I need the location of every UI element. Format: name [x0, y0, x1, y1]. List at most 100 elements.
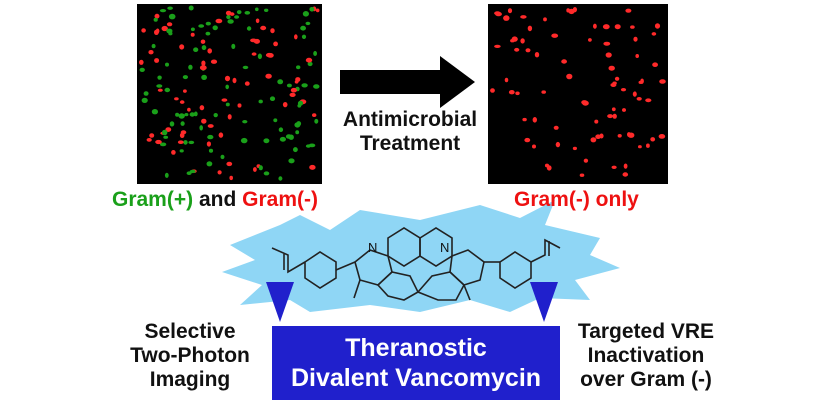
bacterium-dot — [258, 99, 263, 104]
bacterium-dot — [183, 89, 187, 93]
bacterium-dot — [250, 38, 257, 43]
bacterium-dot — [503, 15, 510, 21]
bacterium-dot — [165, 62, 169, 67]
bacterium-dot — [168, 13, 176, 20]
bacterium-dot — [285, 134, 292, 139]
bacterium-dot — [315, 8, 320, 13]
bacterium-dot — [143, 91, 149, 96]
bacterium-dot — [627, 132, 631, 137]
bacterium-dot — [312, 113, 317, 117]
bacterium-dot — [495, 11, 502, 17]
bacterium-dot — [494, 44, 501, 49]
bacterium-dot — [201, 118, 207, 124]
bacterium-dot — [207, 48, 212, 54]
bacterium-dot — [269, 96, 276, 101]
bacterium-dot — [201, 74, 208, 80]
bacterium-dot — [302, 11, 309, 17]
bacterium-dot — [141, 28, 146, 33]
bacterium-dot — [159, 142, 167, 147]
bacterium-dot — [527, 25, 533, 32]
and-label: and — [198, 188, 237, 211]
bacterium-dot — [654, 23, 661, 29]
bacterium-dot — [532, 117, 537, 123]
bacterium-dot — [227, 19, 234, 24]
bacterium-dot — [646, 143, 650, 148]
bacterium-dot — [187, 107, 191, 112]
bacterium-dot — [188, 64, 193, 70]
bacterium-dot — [638, 145, 642, 149]
bacterium-dot — [273, 118, 278, 123]
bacterium-dot — [165, 127, 172, 132]
bacterium-dot — [579, 173, 585, 177]
bacterium-dot — [633, 36, 638, 42]
bacterium-dot — [225, 10, 232, 16]
bacterium-dot — [154, 58, 160, 63]
bacterium-dot — [504, 77, 509, 83]
bacterium-dot — [636, 97, 642, 101]
bacterium-dot — [257, 53, 262, 60]
bacterium-dot — [149, 133, 155, 138]
bacterium-dot — [189, 112, 195, 117]
bacterium-dot — [278, 127, 284, 132]
bacterium-dot — [188, 140, 195, 145]
bacterium-dot — [264, 8, 269, 12]
bacterium-dot — [215, 18, 223, 24]
bacterium-dot — [594, 119, 599, 124]
bacterium-dot — [190, 32, 195, 37]
bacterium-dot — [224, 75, 231, 82]
bacterium-dot — [265, 52, 273, 58]
bacterium-dot — [167, 6, 173, 10]
bacterium-dot — [525, 48, 531, 53]
bacterium-dot — [507, 8, 513, 14]
bacterium-dot — [234, 15, 240, 19]
bacterium-dot — [652, 62, 658, 67]
bacterium-dot — [514, 47, 520, 52]
bacteria-dots-before — [139, 5, 320, 181]
bacterium-dot — [180, 130, 187, 135]
bacterium-dot — [171, 150, 176, 155]
bacterium-dot — [198, 24, 205, 28]
bacterium-dot — [309, 7, 315, 12]
bacterium-dot — [490, 88, 495, 93]
bacterium-dot — [593, 23, 597, 29]
bacterium-dot — [212, 25, 218, 31]
bacterium-dot — [169, 121, 175, 127]
bacterium-dot — [590, 137, 597, 143]
bacterium-dot — [188, 5, 194, 11]
bacterium-dot — [201, 45, 207, 51]
bacterium-dot — [620, 88, 627, 92]
bacterium-dot — [210, 59, 218, 64]
bacterium-dot — [253, 167, 257, 172]
bacterium-dot — [307, 61, 313, 67]
bacterium-dot — [630, 25, 635, 29]
bacterium-dot — [520, 38, 525, 44]
bacterium-dot — [551, 33, 559, 38]
bacterium-dot — [623, 163, 628, 169]
bacterium-dot — [240, 137, 248, 144]
bacterium-dot — [305, 57, 313, 63]
bacterium-dot — [213, 113, 218, 118]
bacterium-dot — [301, 83, 308, 88]
bacterium-dot — [270, 28, 275, 34]
bacterium-dot — [651, 32, 657, 36]
right-pointer — [530, 282, 558, 322]
bacterium-dot — [614, 76, 620, 81]
bacterium-dot — [308, 143, 316, 148]
bacterium-dot — [162, 129, 168, 136]
bacterium-dot — [602, 24, 610, 30]
bacterium-dot — [305, 21, 311, 26]
bacterium-dot — [154, 13, 160, 19]
bacterium-dot — [515, 91, 520, 96]
bacterium-dot — [588, 38, 592, 42]
bacterium-dot — [193, 47, 199, 52]
right-description-line2: Inactivation — [587, 344, 705, 367]
bacterium-dot — [632, 91, 637, 97]
bacterium-dot — [607, 114, 613, 119]
bacterium-dot — [174, 97, 179, 101]
bacterium-dot — [625, 8, 632, 13]
bacterium-dot — [166, 28, 173, 34]
arrow-label-line1: Antimicrobial — [342, 108, 478, 131]
arrow-label: Antimicrobial Treatment — [320, 108, 500, 156]
bacterium-dot — [255, 18, 260, 24]
bacterium-dot — [226, 161, 233, 167]
